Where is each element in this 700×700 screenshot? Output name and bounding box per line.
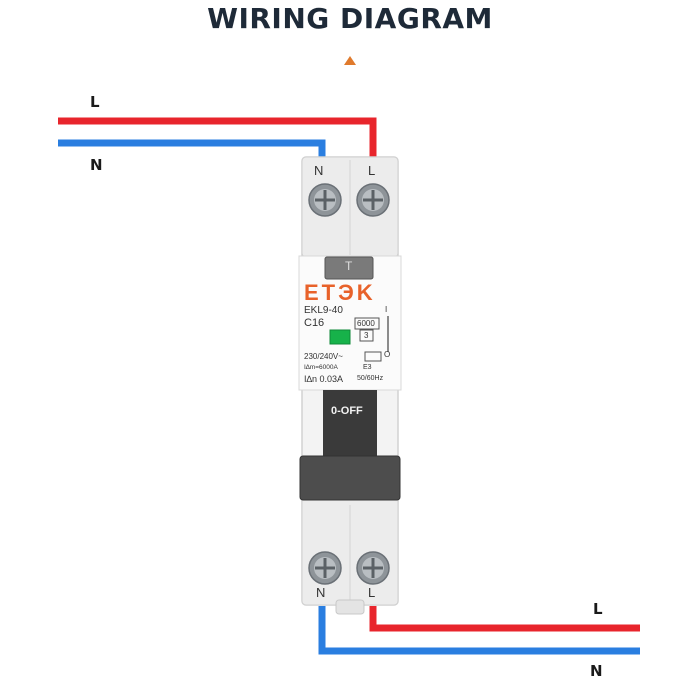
up-arrow-icon: [344, 56, 356, 65]
top-neutral-label: N: [90, 156, 103, 174]
frequency-label: 50/60Hz: [357, 375, 384, 382]
bottom-live-label: L: [593, 600, 603, 618]
top-live-label: L: [90, 93, 100, 111]
bottom-neutral-wire: [318, 606, 640, 655]
breaking-capacity: 6000: [357, 319, 375, 328]
switch-off-label: 0-OFF: [331, 405, 363, 417]
status-indicator: [329, 329, 351, 345]
residual-current-label: I∆n 0.03A: [304, 374, 344, 384]
top-screw-n: [308, 183, 342, 217]
rating-label: C16: [304, 317, 325, 329]
e3-label: E3: [363, 364, 372, 371]
top-terminal-l-label: L: [368, 163, 376, 178]
test-button-label: T: [345, 259, 353, 273]
on-mark: I: [385, 305, 388, 314]
im-rating-label: I∆m=6000A: [304, 364, 338, 371]
bottom-screw-l: [356, 551, 390, 585]
off-mark: O: [384, 350, 391, 359]
voltage-label: 230/240V~: [304, 352, 343, 361]
bottom-terminal-n-label: N: [316, 585, 326, 600]
bottom-screw-n: [308, 551, 342, 585]
top-terminal-n-label: N: [314, 163, 324, 178]
brand-logo: ETЭK: [304, 280, 376, 305]
diagram-title: WIRING DIAGRAM: [207, 2, 493, 35]
breaker-body: [298, 156, 402, 615]
top-screw-l: [356, 183, 390, 217]
top-live-wire: [58, 117, 377, 157]
bottom-neutral-label: N: [590, 662, 603, 680]
test-button: [324, 256, 374, 280]
top-neutral-wire: [58, 139, 326, 162]
bottom-live-wire: [369, 606, 640, 632]
class-label: 3: [364, 331, 369, 340]
bottom-terminal-l-label: L: [368, 585, 376, 600]
model-label: EKL9-40: [304, 305, 343, 316]
toggle-switch: [299, 390, 401, 501]
